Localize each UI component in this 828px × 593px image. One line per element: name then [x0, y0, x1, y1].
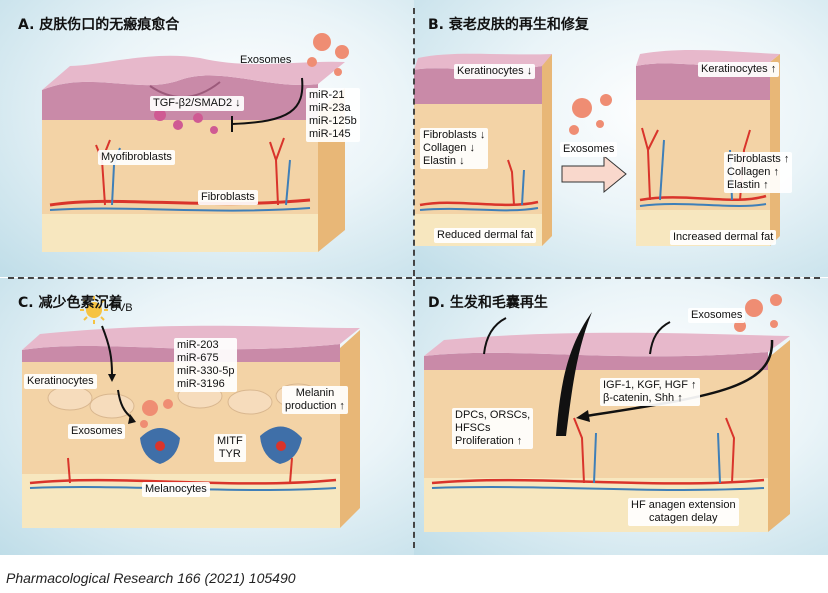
- panel-a-skin-illustration: [42, 33, 349, 252]
- melanin-label: Melanin production ↑: [282, 386, 348, 414]
- vein-line: [49, 207, 311, 212]
- panel-a-title: A. 皮肤伤口的无瘢痕愈合: [18, 17, 180, 33]
- melanin-line: Melanin: [295, 387, 335, 399]
- mirna-item: miR-675: [177, 352, 219, 364]
- horizontal-divider: [8, 277, 820, 279]
- inhibition-arrow: [231, 77, 304, 125]
- figure-caption: Pharmacological Research 166 (2021) 1054…: [6, 570, 296, 586]
- artery-line: [49, 198, 311, 207]
- marker-item: Fibroblasts ↓: [423, 129, 486, 141]
- factors-list: IGF-1, KGF, HGF ↑ β-catenin, Shh ↑: [600, 378, 700, 406]
- tgf-label: TGF-β2/SMAD2 ↓: [150, 96, 244, 111]
- cell-item: DPCs, ORSCs,: [455, 409, 531, 421]
- keratinocytes-label: Keratinocytes: [24, 374, 97, 389]
- cell-item: HFSCs: [455, 422, 491, 434]
- hair-follicle: [556, 312, 592, 436]
- mirna-item: miR-23a: [309, 102, 351, 114]
- panel-a: A. 皮肤伤口的无瘢痕愈合 Exosomes miR-21 miR-23a mi…: [0, 0, 414, 277]
- right-markers: Fibroblasts ↑ Collagen ↑ Elastin ↑: [724, 152, 793, 193]
- exosomes-label: Exosomes: [240, 54, 292, 66]
- mirna-item: miR-21: [309, 89, 345, 101]
- panel-c-title: C. 减少色素沉着: [18, 295, 123, 311]
- mirna-item: miR-145: [309, 128, 351, 140]
- melanocytes-label: Melanocytes: [142, 482, 210, 497]
- myofibroblasts-label: Myofibroblasts: [98, 150, 175, 165]
- exosomes-label: Exosomes: [68, 424, 126, 439]
- exosomes-label: Exosomes: [560, 142, 618, 157]
- fibroblasts-label: Fibroblasts: [198, 190, 258, 205]
- marker-item: Elastin ↓: [423, 155, 465, 167]
- fat-layer: [42, 214, 318, 252]
- tyr-text: TYR: [218, 448, 241, 460]
- mitf-tyr-label: MITF TYR: [214, 434, 246, 462]
- figure: A. 皮肤伤口的无瘢痕愈合 Exosomes miR-21 miR-23a mi…: [0, 0, 828, 555]
- marker-item: Collagen ↓: [423, 142, 475, 154]
- panel-c: C. 减少色素沉着 UVB miR-203 miR-675 miR-330-5p…: [0, 278, 414, 555]
- factor-item: IGF-1, KGF, HGF ↑: [603, 379, 697, 391]
- transition-arrow: [561, 154, 627, 194]
- panel-b: B. 衰老皮肤的再生和修复 Keratinocytes ↓ Fibroblast…: [414, 0, 828, 277]
- mirna-item: miR-330-5p: [177, 365, 235, 377]
- exosome-sphere: [313, 33, 331, 51]
- mirna-item: miR-125b: [309, 115, 357, 127]
- cells-list: DPCs, ORSCs, HFSCs Proliferation ↑: [452, 408, 534, 449]
- factor-item: β-catenin, Shh ↑: [603, 392, 683, 404]
- left-markers: Fibroblasts ↓ Collagen ↓ Elastin ↓: [420, 128, 489, 169]
- hf-line: HF anagen extension: [631, 499, 736, 511]
- keratinocytes-left-label: Keratinocytes ↓: [454, 64, 536, 79]
- mitf-text: MITF: [217, 435, 243, 447]
- panel-d-title: D. 生发和毛囊再生: [428, 295, 548, 311]
- mirna-item: miR-203: [177, 339, 219, 351]
- sun-icon: [86, 302, 102, 318]
- hf-label: HF anagen extension catagen delay: [628, 498, 739, 526]
- skin-top-surface: [42, 55, 345, 90]
- increased-fat-label: Increased dermal fat: [670, 230, 777, 245]
- mirna-list: miR-21 miR-23a miR-125b miR-145: [306, 88, 360, 142]
- reduced-fat-label: Reduced dermal fat: [434, 228, 536, 243]
- keratinocytes-right-label: Keratinocytes ↑: [698, 62, 780, 77]
- cell-item: Proliferation ↑: [455, 435, 523, 447]
- panel-d: D. 生发和毛囊再生 Exosomes IGF-1, KGF, HGF ↑ β-…: [414, 278, 828, 555]
- uvb-label: UVB: [110, 302, 133, 314]
- marker-item: Fibroblasts ↑: [727, 153, 790, 165]
- marker-item: Elastin ↑: [727, 179, 769, 191]
- marker-item: Collagen ↑: [727, 166, 779, 178]
- panel-c-skin-illustration: [22, 296, 360, 528]
- mirna-list: miR-203 miR-675 miR-330-5p miR-3196: [174, 338, 238, 392]
- mirna-item: miR-3196: [177, 378, 225, 390]
- hf-line: catagen delay: [649, 512, 718, 524]
- exosomes-label: Exosomes: [688, 308, 746, 323]
- panel-b-title: B. 衰老皮肤的再生和修复: [428, 17, 589, 33]
- melanin-line: production ↑: [285, 400, 345, 412]
